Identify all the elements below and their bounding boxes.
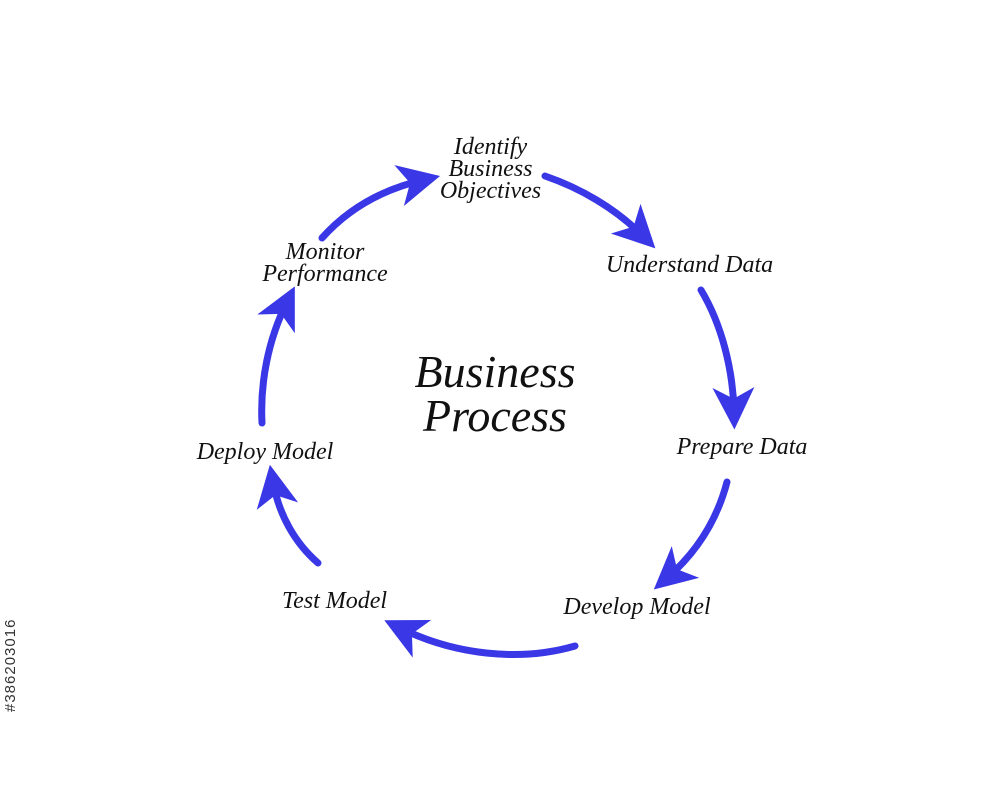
step-deploy-model: Deploy Model xyxy=(165,439,365,465)
arrow-develop-to-test xyxy=(384,619,579,658)
step-develop-line-1: Develop Model xyxy=(563,594,711,620)
step-test-line-1: Test Model xyxy=(281,588,388,614)
center-title-line-1: Business xyxy=(414,346,576,397)
step-prepare-data: Prepare Data xyxy=(647,434,837,460)
step-identify-line-1: Identify xyxy=(453,134,528,160)
step-understand-data: Understand Data xyxy=(572,252,807,278)
step-understand-line-1: Understand Data xyxy=(605,252,774,278)
center-title: Business Process xyxy=(360,346,630,441)
step-identify-business-objectives: Identify Business Objectives xyxy=(418,134,563,204)
step-monitor-performance: Monitor Performance xyxy=(235,239,415,287)
step-deploy-line-1: Deploy Model xyxy=(196,439,334,465)
arrow-monitor-to-identify xyxy=(318,165,441,242)
step-develop-model: Develop Model xyxy=(532,594,742,620)
arrow-prepare-to-develop xyxy=(653,478,731,590)
step-identify-line-3: Objectives xyxy=(439,178,542,204)
arrow-test-to-deploy xyxy=(256,464,322,567)
center-title-line-2: Process xyxy=(423,390,567,441)
arrow-deploy-to-monitor xyxy=(257,286,295,427)
step-monitor-line-1: Monitor xyxy=(285,239,365,265)
step-monitor-line-2: Performance xyxy=(262,261,388,287)
stock-id-watermark: #386203016 xyxy=(2,618,19,712)
arrow-identify-to-understand xyxy=(541,172,656,249)
step-test-model: Test Model xyxy=(252,588,417,614)
arrow-understand-to-prepare xyxy=(697,286,755,430)
step-prepare-line-1: Prepare Data xyxy=(676,434,808,460)
step-identify-line-2: Business xyxy=(448,156,533,182)
